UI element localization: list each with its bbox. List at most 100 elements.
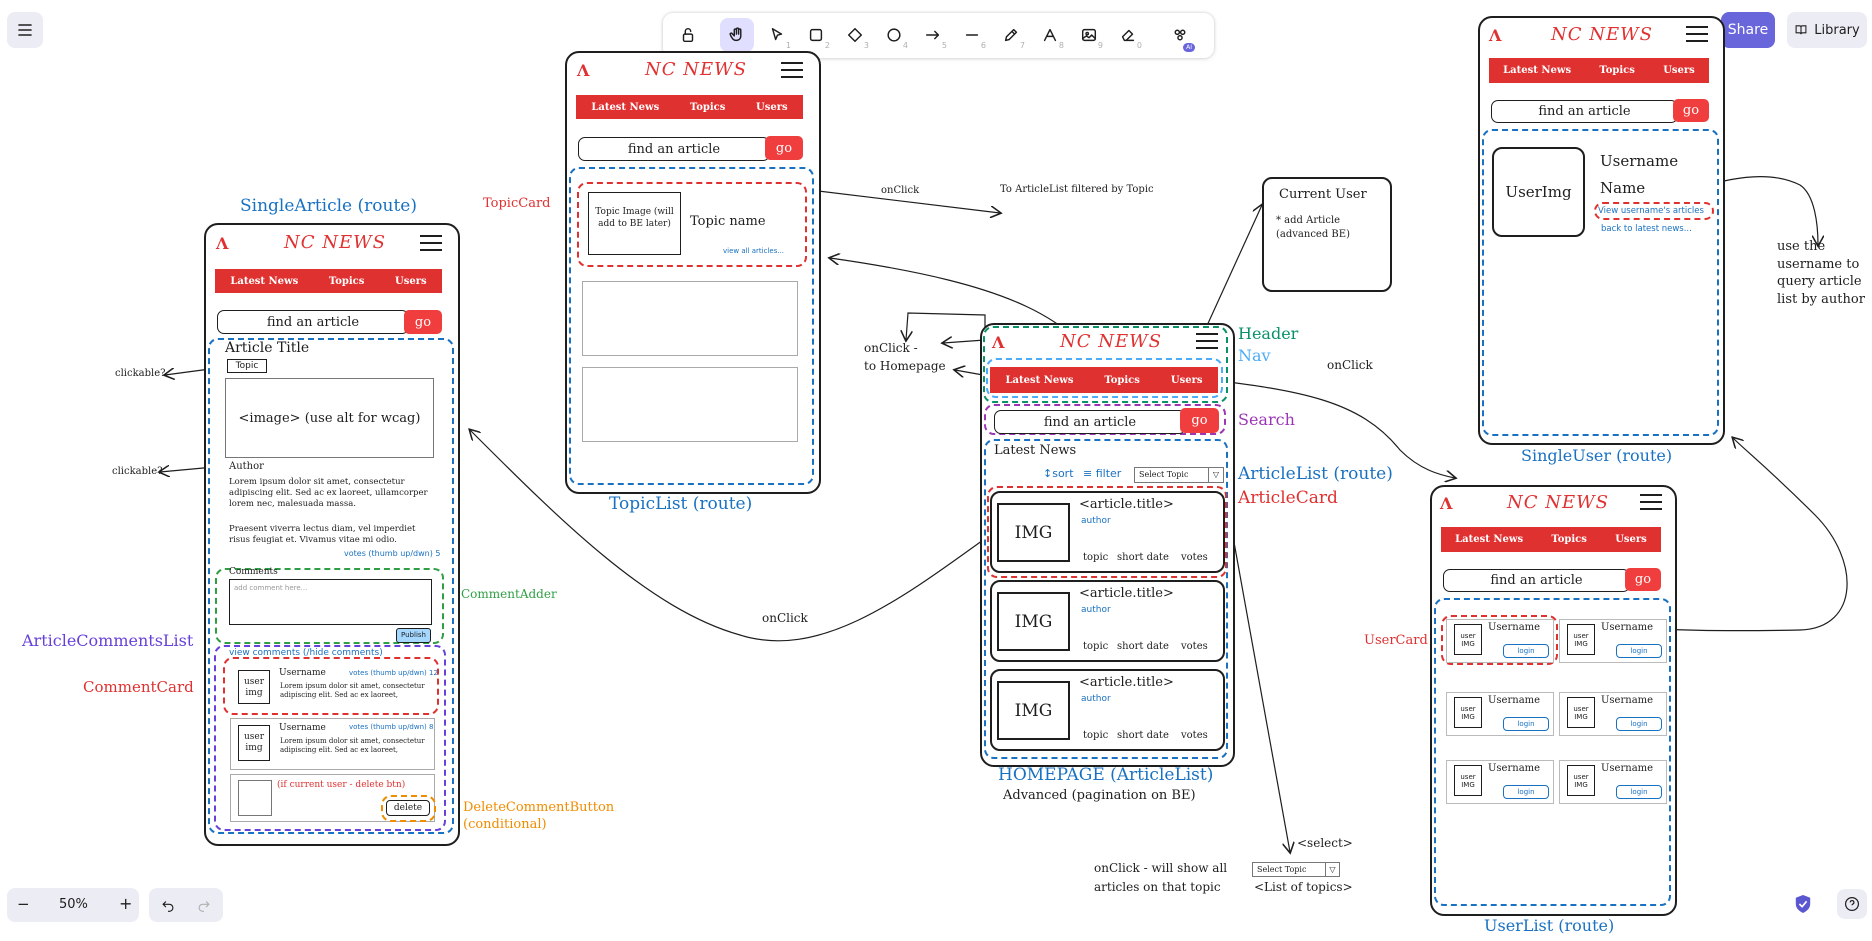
- nav-topics[interactable]: Topics: [1104, 374, 1140, 386]
- delete-comment-button[interactable]: delete: [386, 800, 430, 816]
- hamburger-icon[interactable]: [1640, 494, 1662, 510]
- article-author[interactable]: Author: [229, 461, 264, 472]
- nav-latest-news[interactable]: Latest News: [230, 275, 299, 287]
- article-card-author[interactable]: author: [1081, 516, 1111, 526]
- user-card-login-button[interactable]: login: [1503, 644, 1549, 658]
- comment1-username[interactable]: Username: [279, 668, 326, 678]
- nav-topics[interactable]: Topics: [1599, 65, 1635, 76]
- view-all-articles-link[interactable]: view all articles...: [723, 247, 785, 255]
- comment-input[interactable]: add comment here...: [229, 579, 432, 625]
- nav-latest-news[interactable]: Latest News: [1503, 65, 1572, 76]
- go-button[interactable]: go: [1625, 568, 1661, 591]
- nav-users[interactable]: Users: [756, 101, 788, 113]
- go-button[interactable]: go: [1673, 99, 1709, 122]
- tool-line[interactable]: 6: [955, 18, 989, 52]
- view-user-articles-link[interactable]: View username's articles: [1598, 206, 1704, 216]
- user-card-login-button[interactable]: login: [1503, 785, 1549, 799]
- article-card-topic[interactable]: topic: [1083, 641, 1109, 652]
- comment2-votes[interactable]: votes (thumb up/dwn) 8: [349, 723, 434, 731]
- main-menu-button[interactable]: [7, 12, 43, 48]
- redo-icon[interactable]: [197, 898, 211, 912]
- tool-hand[interactable]: [720, 18, 754, 52]
- nav-users[interactable]: Users: [395, 275, 427, 287]
- user-card-login-button[interactable]: login: [1616, 717, 1662, 731]
- tool-more[interactable]: AI: [1163, 18, 1197, 52]
- tool-eraser[interactable]: 0: [1111, 18, 1145, 52]
- user-card[interactable]: [1446, 760, 1554, 804]
- search-input[interactable]: find an article: [1443, 569, 1630, 592]
- user-card[interactable]: [1559, 692, 1667, 736]
- user-card[interactable]: [1559, 619, 1667, 663]
- user-card-login-button[interactable]: login: [1616, 785, 1662, 799]
- nav-topics[interactable]: Topics: [689, 101, 726, 113]
- article-title: Article Title: [225, 340, 310, 356]
- help-button[interactable]: [1837, 889, 1867, 919]
- zoom-level[interactable]: 50%: [59, 897, 88, 912]
- topic-card[interactable]: [577, 182, 807, 267]
- undo-icon[interactable]: [161, 898, 175, 912]
- search-input[interactable]: find an article: [1491, 100, 1678, 123]
- nav-users[interactable]: Users: [1170, 374, 1203, 386]
- zoom-out-button[interactable]: −: [17, 895, 30, 913]
- user-card[interactable]: [1446, 619, 1554, 663]
- article-votes[interactable]: votes (thumb up/dwn) 5: [344, 549, 441, 558]
- tool-ellipse[interactable]: 4: [877, 18, 911, 52]
- topic-tag[interactable]: Topic: [227, 359, 267, 373]
- search-input[interactable]: find an article: [578, 137, 770, 161]
- article-card-topic[interactable]: topic: [1083, 730, 1109, 741]
- article-card[interactable]: [990, 580, 1225, 662]
- user-card[interactable]: [1559, 760, 1667, 804]
- conditional-annotation: (conditional): [463, 817, 547, 832]
- article-card-author[interactable]: author: [1081, 605, 1111, 615]
- comment2-username[interactable]: Username: [279, 723, 326, 733]
- zoom-in-button[interactable]: +: [119, 894, 133, 913]
- tool-select[interactable]: 1: [760, 18, 794, 52]
- user-card-username: Username: [1488, 622, 1541, 633]
- tool-lock[interactable]: [671, 18, 705, 52]
- hamburger-icon[interactable]: [781, 62, 803, 78]
- logo[interactable]: Λ: [992, 333, 1005, 352]
- hamburger-icon[interactable]: [1686, 26, 1708, 42]
- sort-button[interactable]: ↕sort: [1043, 467, 1074, 480]
- user-card-login-button[interactable]: login: [1503, 717, 1549, 731]
- user-card[interactable]: [1446, 692, 1554, 736]
- nav-topics[interactable]: Topics: [1551, 534, 1587, 545]
- library-button[interactable]: Library: [1787, 12, 1867, 48]
- go-button[interactable]: go: [765, 136, 803, 160]
- article-card-votes[interactable]: votes: [1181, 552, 1208, 563]
- back-to-latest-news-link[interactable]: back to latest news...: [1601, 224, 1692, 234]
- nav-latest-news[interactable]: Latest News: [1455, 534, 1524, 545]
- topic-select[interactable]: Select Topic ▽: [1134, 467, 1224, 483]
- tool-image[interactable]: 9: [1072, 18, 1106, 52]
- view-comments-toggle[interactable]: view comments (/hide comments): [229, 648, 383, 658]
- nav-users[interactable]: Users: [1663, 65, 1695, 76]
- comment1-votes[interactable]: votes (thumb up/dwn) 12: [349, 669, 438, 677]
- tool-diamond[interactable]: 3: [838, 18, 872, 52]
- nav-latest-news[interactable]: Latest News: [591, 101, 660, 113]
- article-card-topic[interactable]: topic: [1083, 552, 1109, 563]
- go-button[interactable]: go: [404, 310, 442, 334]
- user-card-login-button[interactable]: login: [1616, 644, 1662, 658]
- article-card[interactable]: [990, 491, 1225, 573]
- go-button[interactable]: go: [1180, 408, 1219, 433]
- article-card-author[interactable]: author: [1081, 694, 1111, 704]
- filter-button[interactable]: ≡ filter: [1083, 467, 1122, 480]
- shield-icon[interactable]: [1794, 894, 1812, 914]
- search-input[interactable]: find an article: [994, 410, 1186, 434]
- tool-draw[interactable]: 7: [994, 18, 1028, 52]
- hamburger-icon[interactable]: [420, 235, 442, 251]
- diamond-icon: [847, 27, 863, 43]
- publish-button[interactable]: Publish: [396, 628, 431, 643]
- article-card-votes[interactable]: votes: [1181, 641, 1208, 652]
- hamburger-icon[interactable]: [1196, 333, 1218, 349]
- tool-arrow[interactable]: 5: [916, 18, 950, 52]
- article-card-votes[interactable]: votes: [1181, 730, 1208, 741]
- search-input[interactable]: find an article: [217, 310, 409, 334]
- nav-topics[interactable]: Topics: [328, 275, 365, 287]
- article-card[interactable]: [990, 669, 1225, 751]
- tool-text[interactable]: 8: [1033, 18, 1067, 52]
- tool-rectangle[interactable]: 2: [799, 18, 833, 52]
- share-button[interactable]: Share: [1721, 12, 1775, 48]
- nav-users[interactable]: Users: [1615, 534, 1647, 545]
- nav-latest-news[interactable]: Latest News: [1005, 374, 1074, 386]
